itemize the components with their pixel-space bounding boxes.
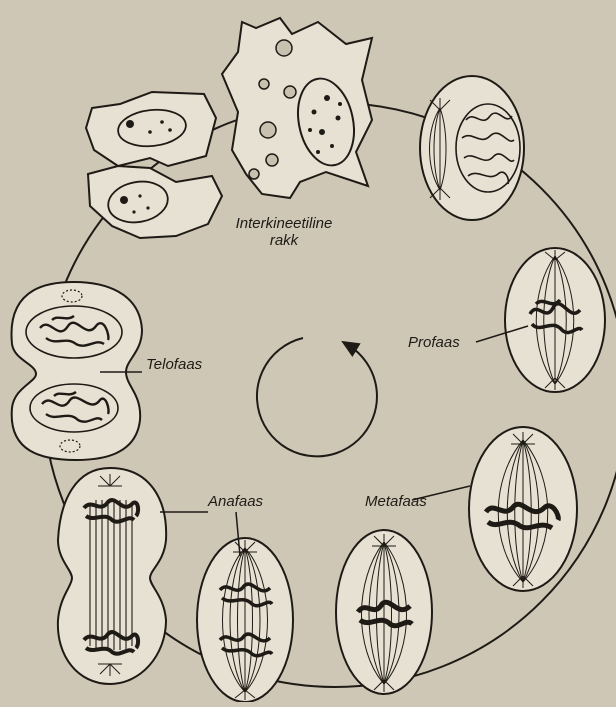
interphase-cell <box>222 18 372 198</box>
early-anaphase-cell <box>197 538 293 702</box>
anaphase-cell <box>58 468 166 684</box>
telophase-cell <box>11 282 142 460</box>
profaas-label: Profaas <box>408 334 460 351</box>
cycle-arrow <box>257 338 377 456</box>
daughter-cell-upper <box>86 92 216 166</box>
daughter-cell-lower <box>88 166 222 238</box>
interkineetiline-rakk-label: Interkineetiline rakk <box>226 215 342 249</box>
anafaas-label: Anafaas <box>208 493 263 510</box>
telofaas-label: Telofaas <box>146 356 202 373</box>
metafaas-label: Metafaas <box>365 493 427 510</box>
early-prophase-cell <box>420 76 524 220</box>
interkineetiline-label-line1: Interkineetiline <box>226 215 342 232</box>
interkineetiline-label-line2: rakk <box>226 232 342 249</box>
metaphase-cell-right <box>469 427 577 591</box>
metaphase-cell <box>336 530 432 694</box>
prophase-cell <box>505 248 605 392</box>
